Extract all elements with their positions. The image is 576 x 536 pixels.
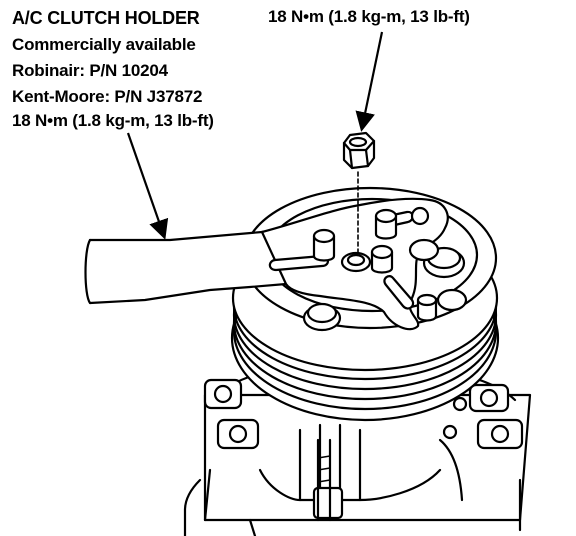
tool-name-label: A/C CLUTCH HOLDER — [12, 8, 200, 28]
torque-spec-top-label: 18 N•m (1.8 kg-m, 13 lb-ft) — [268, 7, 470, 26]
robinair-part-number-label: Robinair: P/N 10204 — [12, 61, 168, 80]
holder-handle — [84, 228, 288, 305]
availability-label: Commercially available — [12, 35, 196, 54]
lower-rod — [316, 438, 332, 522]
leader-top-arrow — [355, 31, 384, 132]
holder-pins — [312, 208, 440, 322]
compressor-body — [183, 368, 532, 536]
shaft-nut — [342, 131, 376, 170]
torque-spec-left-label: 18 N•m (1.8 kg-m, 13 lb-ft) — [12, 111, 214, 130]
kent-moore-part-number-label: Kent-Moore: P/N J37872 — [12, 87, 203, 106]
shaft-seat — [340, 251, 372, 273]
leader-left-arrow — [126, 132, 169, 240]
